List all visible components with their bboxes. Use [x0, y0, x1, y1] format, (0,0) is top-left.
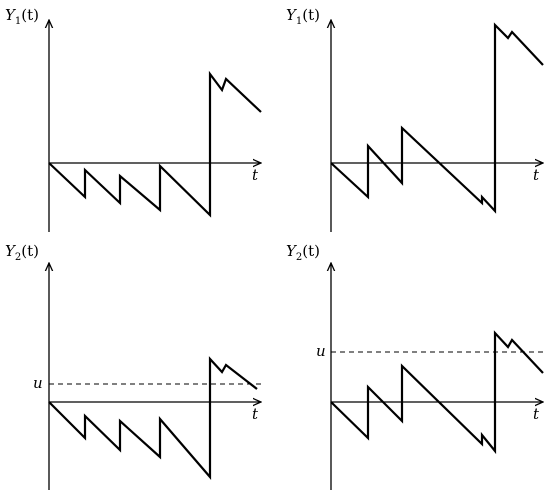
y-axis-label: Y1(t)	[5, 6, 39, 27]
x-axis-label: t	[533, 166, 540, 184]
panel-bottom-left: u Y2(t) t	[5, 242, 261, 490]
x-axis-label: t	[252, 166, 259, 184]
x-axis-label: t	[533, 405, 540, 423]
threshold-label: u	[316, 342, 326, 360]
panel-top-right: Y1(t) t	[286, 6, 543, 232]
sample-path	[48, 356, 258, 480]
sample-path	[330, 330, 544, 455]
sample-path	[48, 70, 262, 218]
sample-path	[330, 22, 544, 214]
panel-bottom-right: u Y2(t) t	[286, 242, 543, 490]
x-axis-label: t	[252, 405, 259, 423]
y-axis-label: Y2(t)	[286, 242, 320, 263]
y-axis-label: Y1(t)	[286, 6, 320, 27]
y-axis-label: Y2(t)	[5, 242, 39, 263]
threshold-label: u	[33, 374, 43, 392]
panel-top-left: Y1(t) t	[5, 6, 261, 232]
